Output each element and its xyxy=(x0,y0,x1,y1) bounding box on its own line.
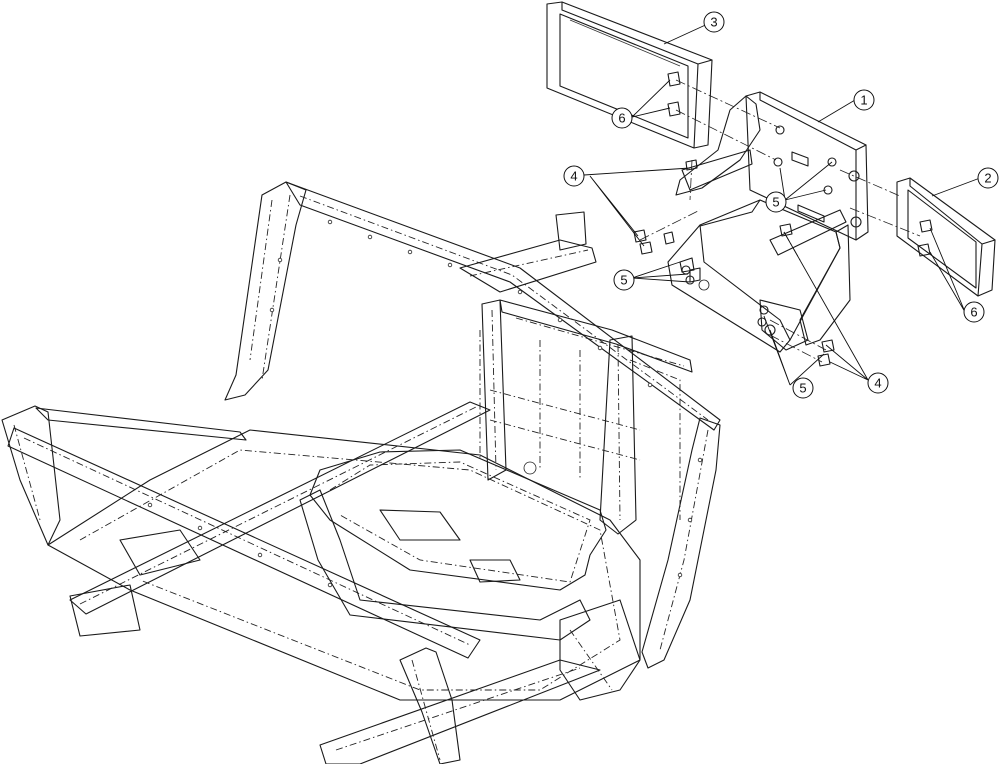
callout-5-left-label: 5 xyxy=(620,273,627,288)
callout-1-label: 1 xyxy=(860,93,867,108)
callout-6-left: 6 xyxy=(611,107,633,129)
callout-5-top-label: 5 xyxy=(772,195,779,210)
callout-3: 3 xyxy=(703,11,725,33)
callout-leaders xyxy=(583,21,981,386)
center-bracket xyxy=(633,91,869,367)
callout-5-left: 5 xyxy=(613,269,635,291)
callout-5-bottom: 5 xyxy=(792,377,814,399)
callout-2-label: 2 xyxy=(984,171,991,186)
callout-4-left-label: 4 xyxy=(570,169,577,184)
callout-6-right-label: 6 xyxy=(970,305,977,320)
callout-3-label: 3 xyxy=(710,15,717,30)
callout-2: 2 xyxy=(977,167,999,189)
callout-4-right-label: 4 xyxy=(874,376,881,391)
explode-centerlines xyxy=(639,79,921,363)
chassis-frame xyxy=(1,181,721,764)
callout-5-bottom-label: 5 xyxy=(799,381,806,396)
callout-6-left-label: 6 xyxy=(618,111,625,126)
callout-5-top: 5 xyxy=(765,191,787,213)
left-side-panel xyxy=(546,1,713,149)
callout-4-left: 4 xyxy=(563,165,585,187)
callout-6-right: 6 xyxy=(963,301,985,323)
right-side-panel xyxy=(896,177,996,297)
callout-1: 1 xyxy=(853,89,875,111)
callout-4-right: 4 xyxy=(867,372,889,394)
